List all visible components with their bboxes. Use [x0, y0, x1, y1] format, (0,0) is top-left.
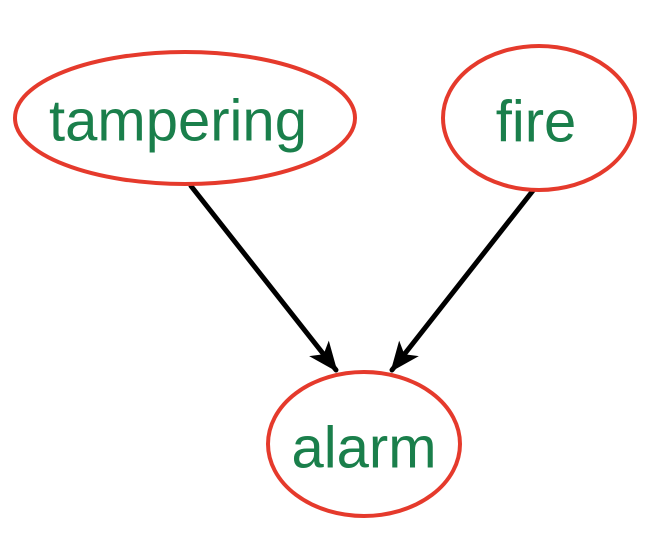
edge-fire-to-alarm [389, 185, 538, 373]
node-tampering[interactable]: tampering [13, 50, 357, 186]
node-alarm[interactable]: alarm [266, 370, 462, 518]
node-fire-label: fire [496, 90, 577, 155]
edges [188, 183, 538, 373]
node-tampering-ellipse [13, 50, 357, 186]
edge-tampering-to-alarm [188, 183, 339, 373]
node-fire-ellipse [441, 44, 637, 192]
node-tampering-label: tampering [49, 89, 307, 154]
node-alarm-ellipse [266, 370, 462, 518]
node-alarm-label: alarm [291, 416, 436, 481]
node-fire[interactable]: fire [441, 44, 637, 192]
